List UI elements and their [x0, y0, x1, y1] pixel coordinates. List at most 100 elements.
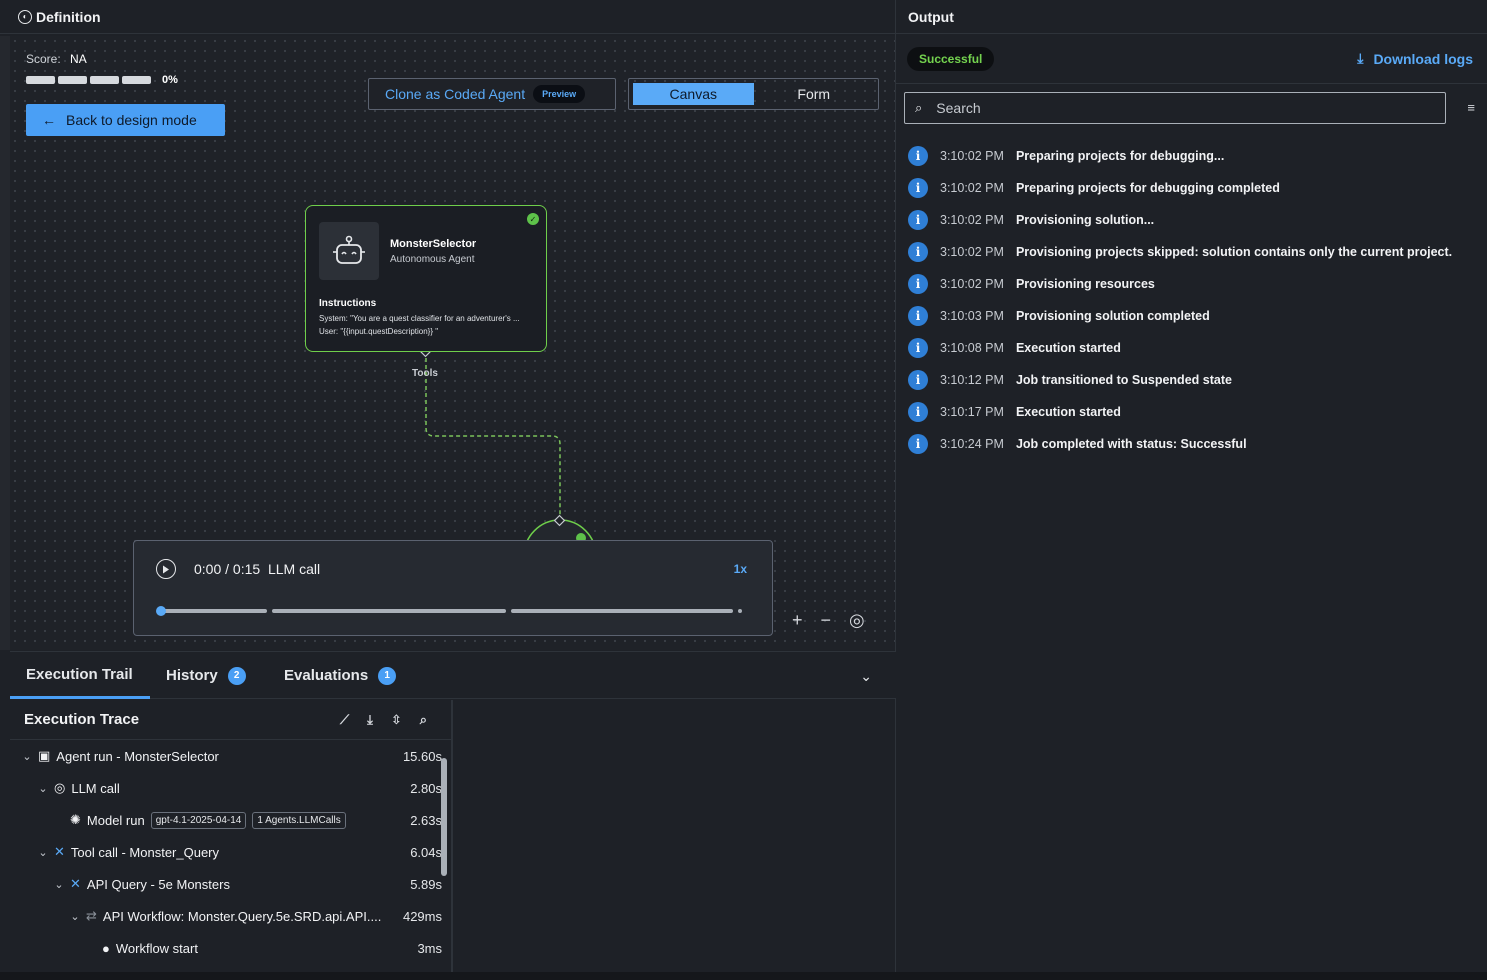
info-icon: i — [908, 242, 928, 262]
model-tag: gpt-4.1-2025-04-14 — [150, 811, 247, 829]
back-button-label: Back to design mode — [66, 112, 197, 128]
log-time: 3:10:12 PM — [940, 373, 1004, 387]
trace-row-label: API Query - 5e Monsters — [86, 876, 230, 892]
chevron-down-icon[interactable]: ⌄ — [860, 668, 872, 684]
trace-row[interactable]: ⌄ ▣ Agent run - MonsterSelector 15.60s — [22, 740, 442, 772]
trace-row[interactable]: ● Workflow start 3ms — [102, 932, 442, 964]
log-time: 3:10:02 PM — [940, 213, 1004, 227]
score-progress: 0% — [26, 74, 178, 86]
log-search-input[interactable] — [936, 100, 1417, 116]
tab-history[interactable]: History 2 — [166, 652, 246, 699]
player-timeline[interactable] — [157, 609, 765, 613]
canvas-toggle-option[interactable]: Canvas — [633, 83, 754, 105]
playback-speed[interactable]: 1x — [733, 562, 747, 576]
log-message: Job completed with status: Successful — [1015, 437, 1247, 451]
llm-calls-tag: 1 Agents.LLMCalls — [252, 811, 346, 829]
clone-coded-agent-button[interactable]: Clone as Coded Agent Preview — [368, 78, 616, 110]
log-time: 3:10:24 PM — [940, 437, 1004, 451]
filter-icon[interactable]: ≡ — [1467, 100, 1475, 115]
output-panel: Output Successful ⤓ Download logs ⌕ ≡ i3… — [896, 0, 1487, 972]
output-title: Output — [908, 8, 954, 25]
workflow-canvas[interactable]: Score: NA 0% ← Back to design mode Clone… — [10, 36, 895, 650]
log-message: Provisioning solution completed — [1015, 309, 1210, 323]
execution-trace-header: Execution Trace ⟋ ⤓ ⇳ ⌕ — [10, 700, 451, 740]
instructions-system: System: "You are a quest classifier for … — [319, 314, 520, 323]
tool-icon: ✕ — [54, 844, 65, 859]
trace-row-duration: 429ms — [402, 908, 442, 924]
view-toggle: Canvas Form — [628, 78, 879, 110]
trace-row[interactable]: ⌄ ✕ Tool call - Monster_Query 6.04s — [38, 836, 442, 868]
success-check-icon: ✓ — [527, 213, 539, 225]
trace-row[interactable]: ⌄ ⇄ API Workflow: Monster.Query.5e.SRD.a… — [70, 900, 442, 932]
chevron-down-icon[interactable]: ⌄ — [22, 750, 32, 763]
definition-header: ◐ Definition — [0, 0, 896, 34]
tab-evaluations[interactable]: Evaluations 1 — [284, 652, 397, 699]
chevron-down-icon[interactable]: ⌄ — [38, 782, 48, 795]
chevron-down-icon[interactable]: ⌄ — [38, 846, 48, 859]
collapse-all-icon[interactable]: ⇳ — [390, 712, 402, 727]
trace-row-duration: 15.60s — [402, 748, 442, 764]
progress-segment — [122, 76, 151, 84]
log-message: Execution started — [1015, 341, 1121, 355]
progress-segment — [58, 76, 87, 84]
zoom-in-icon[interactable]: + — [792, 610, 803, 630]
back-to-design-button[interactable]: ← Back to design mode — [26, 104, 225, 136]
info-icon: i — [908, 178, 928, 198]
clone-button-label: Clone as Coded Agent — [385, 86, 526, 102]
play-icon[interactable] — [156, 559, 176, 579]
info-icon: i — [908, 306, 928, 326]
tools-label: Tools — [412, 368, 438, 379]
history-count-badge: 2 — [227, 666, 246, 685]
start-icon: ● — [102, 940, 110, 956]
trace-row-duration: 2.80s — [410, 780, 442, 796]
tool-icon: ✕ — [70, 876, 81, 891]
chevron-down-icon[interactable]: ⌄ — [54, 878, 64, 891]
timeline-segment — [738, 609, 742, 613]
download-icon[interactable]: ⤓ — [367, 712, 373, 727]
timeline-scrubber[interactable] — [156, 606, 166, 616]
definition-title: Definition — [36, 8, 101, 25]
trace-row[interactable]: ✺ Model run gpt-4.1-2025-04-14 1 Agents.… — [70, 804, 442, 836]
chart-icon[interactable]: ⟋ — [339, 712, 350, 727]
log-message: Provisioning projects skipped: solution … — [1015, 245, 1453, 259]
zoom-out-icon[interactable]: − — [820, 610, 832, 630]
player-time-value: 0:00 / 0:15 — [194, 561, 261, 577]
trace-row-label: API Workflow: Monster.Query.5e.SRD.api.A… — [102, 908, 382, 924]
timeline-segment — [272, 609, 506, 613]
robot-icon: ▣ — [38, 748, 51, 763]
trace-row-duration: 5.89s — [410, 876, 442, 892]
trace-scrollbar[interactable] — [440, 744, 448, 970]
trace-toolbar: ⟋ ⤓ ⇳ ⌕ — [340, 712, 427, 728]
recenter-icon[interactable]: ◎ — [849, 610, 865, 630]
trace-row[interactable]: ⌄ ◎ LLM call 2.80s — [38, 772, 442, 804]
preview-badge: Preview — [533, 85, 586, 103]
trace-row-duration: 2.63s — [410, 812, 442, 828]
download-logs-button[interactable]: ⤓ Download logs — [1357, 50, 1473, 67]
trace-row-label: Agent run - MonsterSelector — [56, 748, 219, 764]
execution-trace-panel: Execution Trace ⟋ ⤓ ⇳ ⌕ ⌄ ▣ Agent run - … — [10, 700, 453, 972]
tab-label: Evaluations — [284, 667, 369, 684]
scrollbar-thumb[interactable] — [441, 758, 447, 876]
log-time: 3:10:08 PM — [940, 341, 1004, 355]
player-time: 0:00 / 0:15 LLM call — [194, 561, 320, 577]
openai-icon: ✺ — [70, 812, 81, 827]
trace-row-duration: 6.04s — [410, 844, 442, 860]
timeline-segment — [157, 609, 267, 613]
log-search[interactable]: ⌕ — [904, 92, 1446, 124]
compass-icon: ◐ — [18, 9, 32, 24]
form-toggle-option[interactable]: Form — [797, 86, 831, 102]
agent-node[interactable]: ✓ MonsterSelector Autonomous Agent Instr… — [305, 205, 547, 352]
search-icon[interactable]: ⌕ — [419, 712, 427, 727]
progress-percent: 0% — [162, 74, 178, 86]
log-time: 3:10:02 PM — [940, 245, 1004, 259]
chevron-down-icon[interactable]: ⌄ — [70, 910, 80, 923]
divider — [896, 83, 1487, 84]
tab-execution-trail[interactable]: Execution Trail — [10, 652, 150, 699]
trace-row[interactable]: ⌄ ✕ API Query - 5e Monsters 5.89s — [54, 868, 442, 900]
timeline-segment — [511, 609, 733, 613]
